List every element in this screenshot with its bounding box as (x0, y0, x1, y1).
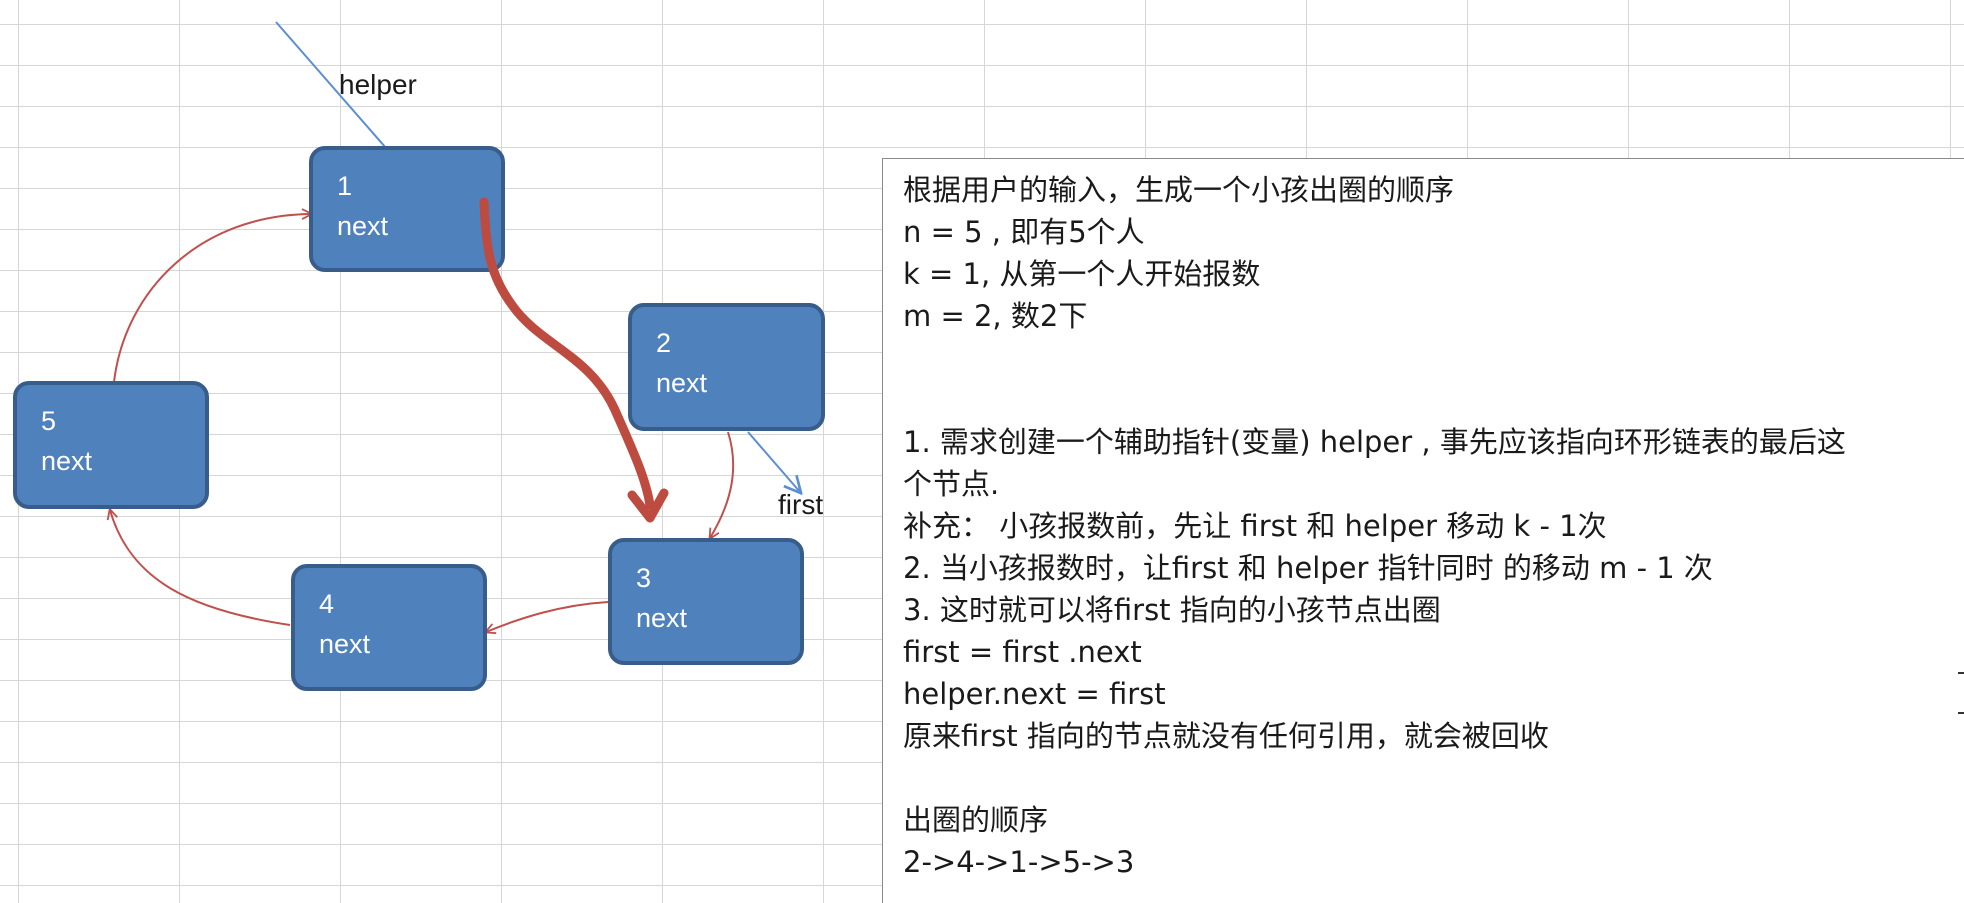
node-5-next: next (41, 446, 93, 476)
note-line: 2->4->1->5->3 (903, 845, 1135, 879)
note-line (903, 757, 1964, 799)
note-line (903, 337, 1964, 379)
note-line: 补充： 小孩报数前，先让 first 和 helper 移动 k - 1次 (903, 509, 1607, 543)
edge-marks (1958, 672, 1964, 722)
note-line: first = first .next (903, 635, 1142, 669)
notes-panel: 根据用户的输入，生成一个小孩出圈的顺序 n = 5 , 即有5个人 k = 1, 从… (882, 158, 1964, 903)
node-1-box (309, 146, 505, 272)
node-3: 3 next (608, 538, 804, 665)
first-label: first (778, 489, 823, 520)
link-arrow-1-to-2 (710, 431, 735, 538)
note-line: helper.next = first (903, 677, 1166, 711)
note-line: 根据用户的输入，生成一个小孩出圈的顺序 (903, 173, 1455, 207)
move-arrow-head (627, 488, 669, 523)
node-group: 1 next 2 next 3 next 4 next 5 next (13, 146, 825, 691)
node-2-next: next (656, 368, 708, 398)
node-4-id: 4 (319, 589, 334, 619)
node-5-box (13, 381, 209, 509)
node-2-box (628, 303, 825, 431)
node-1-next: next (337, 211, 389, 241)
node-3-id: 3 (636, 563, 651, 593)
node-3-next: next (636, 603, 688, 633)
link-arrow-5-to-1 (113, 214, 311, 383)
node-4-box (291, 564, 487, 691)
node-2-id: 2 (656, 328, 671, 358)
note-line (903, 379, 1964, 421)
note-line: m = 2, 数2下 (903, 299, 1088, 333)
node-3-box (608, 538, 804, 665)
move-arrow (479, 197, 655, 510)
helper-label: helper (339, 69, 417, 100)
node-5: 5 next (13, 381, 209, 509)
node-1: 1 next (309, 146, 505, 272)
node-4-next: next (319, 629, 371, 659)
note-line: 1. 需求创建一个辅助指针(变量) helper , 事先应该指向环形链表的最后… (903, 425, 1846, 459)
node-5-id: 5 (41, 406, 56, 436)
note-line: 2. 当小孩报数时，让first 和 helper 指针同时 的移动 m - 1… (903, 551, 1713, 585)
helper-pointer-line (275, 21, 387, 149)
first-pointer-line (747, 431, 800, 492)
note-line: 个节点. (903, 467, 1000, 501)
note-line: k = 1, 从第一个人开始报数 (903, 257, 1261, 291)
node-1-id: 1 (337, 171, 352, 201)
link-arrow-3-to-4 (486, 601, 609, 632)
note-line: 原来first 指向的节点就没有任何引用，就会被回收 (903, 719, 1549, 753)
note-line: 3. 这时就可以将first 指向的小孩节点出圈 (903, 593, 1441, 627)
node-2: 2 next (628, 303, 825, 431)
note-line: 出圈的顺序 (903, 803, 1049, 837)
link-arrow-4-to-5 (110, 510, 291, 626)
node-4: 4 next (291, 564, 487, 691)
note-line: n = 5 , 即有5个人 (903, 215, 1145, 249)
